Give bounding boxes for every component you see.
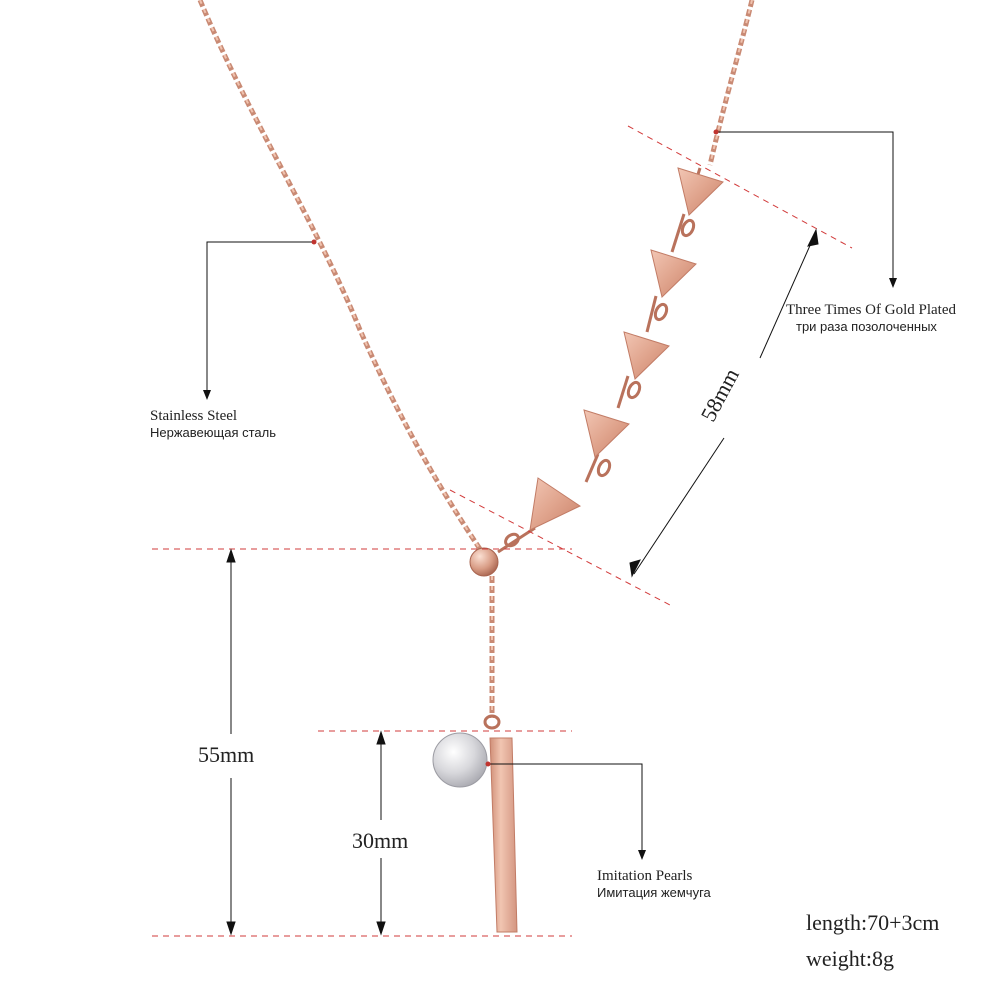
gold-plated-en: Three Times Of Gold Plated	[786, 302, 956, 318]
imitation-pearls-label: Imitation Pearls Имитация жемчуга	[597, 868, 711, 900]
stainless-steel-label: Stainless Steel Нержавеющая сталь	[150, 408, 276, 440]
slider-bead	[469, 547, 499, 577]
triangle-links	[504, 218, 696, 548]
length-spec: length:70+3cm	[806, 910, 940, 935]
stainless-steel-en: Stainless Steel	[150, 408, 238, 424]
gold-plated-ru: три раза позолоченных	[796, 319, 937, 334]
triangle-charm	[677, 167, 724, 216]
guide-lines	[152, 125, 853, 937]
weight-spec: weight:8g	[806, 946, 894, 971]
bar-pendant	[489, 737, 518, 933]
dimension-55mm: 55mm	[198, 742, 255, 767]
callout-leaders	[206, 131, 894, 856]
triangle-charm	[583, 409, 630, 458]
dimension-30mm: 30mm	[352, 828, 409, 853]
triangle-charm	[623, 331, 670, 380]
imitation-pearls-ru: Имитация жемчуга	[597, 885, 711, 900]
imitation-pearls-en: Imitation Pearls	[597, 868, 693, 884]
left-chain	[197, 0, 487, 557]
gold-plated-label: Three Times Of Gold Plated три раза позо…	[786, 302, 956, 334]
dimension-arrows	[226, 228, 819, 936]
stainless-steel-ru: Нержавеющая сталь	[150, 425, 276, 440]
right-chain	[707, 0, 755, 166]
triangle-charms	[529, 167, 724, 531]
triangle-charm	[529, 477, 582, 531]
imitation-pearl	[432, 732, 488, 788]
triangle-charm	[650, 249, 697, 298]
